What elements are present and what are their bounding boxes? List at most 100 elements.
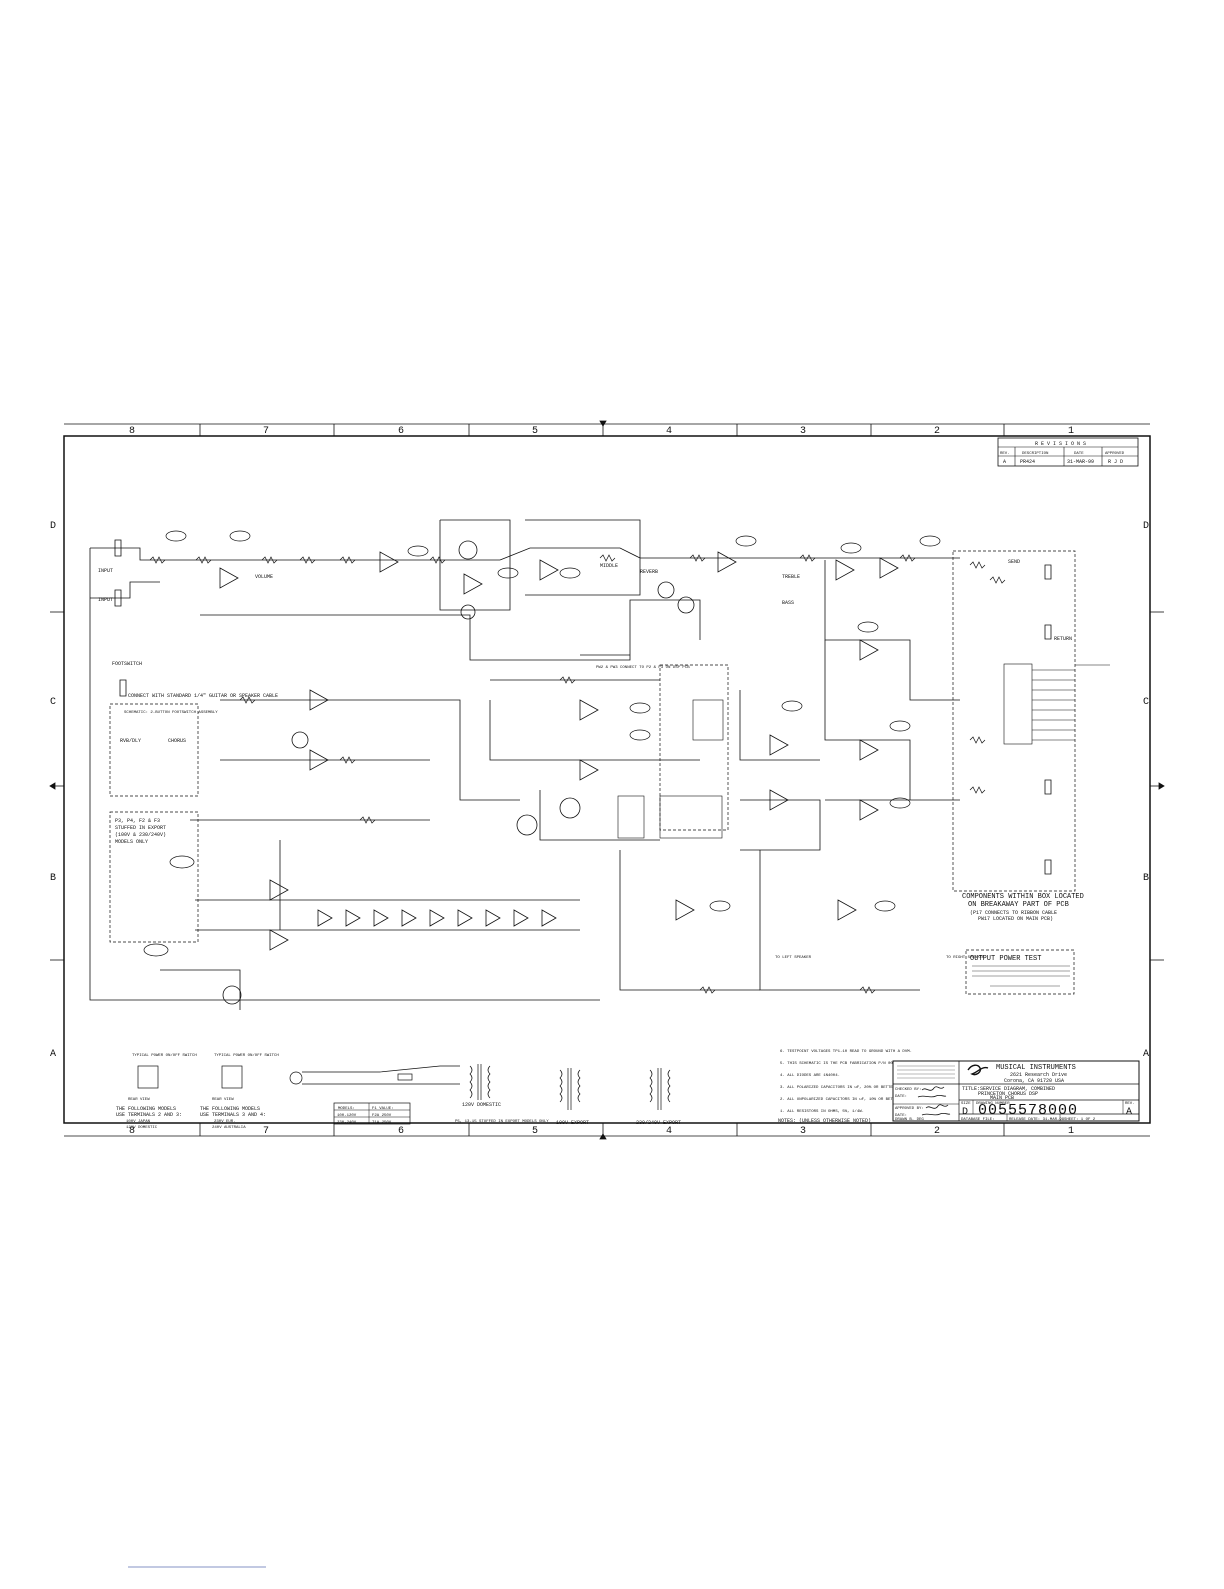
power-switch-1: TYPICAL POWER ON/OFF SWITCH REAR VIEW TH… <box>116 1053 197 1130</box>
switch-1-caption-2: USE TERMINALS 2 AND 3: <box>116 1112 182 1118</box>
rev-cell-approved: R J D <box>1108 459 1123 465</box>
fx-return-label: RETURN <box>1054 636 1072 642</box>
sheet-number: SHEET: 1 OF 2 <box>1064 1118 1096 1122</box>
speaker-right-label: TO RIGHT SPEAKER <box>946 956 985 960</box>
drawing-number-label: DRAWING NUMBER <box>976 1102 1010 1106</box>
xfmr-100-caption: 100V EXPORT <box>556 1120 589 1126</box>
zone-labels: 8 7 6 5 4 3 2 1 8 7 6 5 4 3 2 1 D C B A … <box>50 426 1149 1137</box>
transformers <box>469 1064 671 1110</box>
zone-col-top-8: 8 <box>129 426 135 437</box>
revisions-block: R E V I S I O N S REV. DESCRIPTION DATE … <box>997 437 1139 467</box>
breakaway-line-3: (P17 CONNECTS TO RIBBON CABLE <box>970 910 1057 916</box>
fuse-row-2-model: 230-240V <box>337 1121 357 1125</box>
fuse-note-3: (100V & 230/240V) <box>115 832 166 838</box>
jacks <box>114 539 1052 875</box>
approved-by-label: APPROVED BY: <box>895 1107 924 1111</box>
xfmr-230-caption: 230/240V EXPORT <box>636 1120 681 1126</box>
output-power-test: OUTPUT POWER TEST <box>970 955 1070 987</box>
title-line-3: MAIN PCB <box>990 1095 1014 1101</box>
speaker-left-label: TO LEFT SPEAKER <box>775 956 812 960</box>
zone-row-right-a: A <box>1143 1049 1149 1060</box>
resistors <box>149 554 1006 994</box>
dsp-connector-region <box>659 664 729 831</box>
rev-header-desc: DESCRIPTION <box>1022 452 1049 456</box>
input-2-label: INPUT <box>98 597 113 603</box>
switch-1-title: TYPICAL POWER ON/OFF SWITCH <box>132 1053 197 1058</box>
fuse-table: MODELS: F1 VALUE: 100-120V F2A 250V 230-… <box>333 1102 411 1125</box>
bass-label: BASS <box>782 600 794 606</box>
rev-cell-desc: PR424 <box>1020 459 1035 465</box>
footswitch-label: FOOTSWITCH <box>112 661 142 667</box>
zone-col-bottom-5: 5 <box>532 1126 538 1137</box>
breakaway-title: COMPONENTS WITHIN BOX LOCATED <box>962 893 1084 901</box>
notes-heading: NOTES: (UNLESS OTHERWISE NOTED) <box>778 1118 871 1124</box>
circuit-labels: INPUT INPUT VOLUME TREBLE BASS MIDDLE RE… <box>98 559 1072 744</box>
breakaway-caption: COMPONENTS WITHIN BOX LOCATED ON BREAKAW… <box>962 893 1084 922</box>
fuse-note-2: STUFFED IN EXPORT <box>115 825 166 831</box>
fuse-header-value: F1 VALUE: <box>372 1107 394 1111</box>
ribbon-lines <box>1032 664 1110 741</box>
fuse-region <box>109 811 199 943</box>
company-name: MUSICAL INSTRUMENTS <box>996 1064 1076 1072</box>
switch-2-caption-2: USE TERMINALS 3 AND 4: <box>200 1112 266 1118</box>
release-date: RELEASE DATE: 31-MAR-99 <box>1009 1118 1065 1122</box>
drawing-number: 0055578000 <box>978 1102 1078 1119</box>
company-address-2: Corona, CA 91720 USA <box>1004 1078 1064 1084</box>
switch-1-caption-4: 120V DOMESTIC <box>126 1126 158 1130</box>
transformer-captions: 120V DOMESTIC 100V EXPORT 230/240V EXPOR… <box>455 1102 681 1126</box>
approved-signature <box>925 1104 949 1109</box>
fuse-row-1-model: 100-120V <box>337 1114 357 1118</box>
note-6: 6. TESTPOINT VOLTAGES TP1-10 READ TO GRO… <box>780 1050 912 1054</box>
date-label-2: DATE: <box>895 1114 907 1118</box>
zone-ticks <box>50 424 1164 1136</box>
switch-2-title: TYPICAL POWER ON/OFF SWITCH <box>214 1053 279 1058</box>
switch-2-caption-4: 240V AUSTRALIA <box>212 1126 246 1130</box>
note-4: 4. ALL DIODES ARE 1N4004. <box>780 1074 840 1078</box>
fuse-header-models: MODELS: <box>338 1107 355 1111</box>
checked-signature <box>921 1086 945 1091</box>
footswitch-region <box>109 703 199 797</box>
output-power-title: OUTPUT POWER TEST <box>970 955 1041 963</box>
volume-label: VOLUME <box>255 574 273 580</box>
zone-col-top-4: 4 <box>666 426 672 437</box>
company-logo <box>967 1064 989 1076</box>
zone-col-bottom-1: 1 <box>1068 1126 1074 1137</box>
date-label-1: DATE: <box>895 1095 907 1099</box>
checked-by-label: CHECKED BY: <box>895 1088 921 1092</box>
dsp-note: PW2 & PW3 CONNECT TO P2 & P3 ON DSP PCB <box>596 666 690 670</box>
treble-label: TREBLE <box>782 574 800 580</box>
zone-row-right-c: C <box>1143 697 1149 708</box>
company-address-1: 2621 Research Drive <box>1010 1072 1067 1078</box>
zone-col-bottom-3: 3 <box>800 1126 806 1137</box>
drawing-border <box>63 435 1151 1124</box>
title-block: MUSICAL INSTRUMENTS 2621 Research Drive … <box>892 1060 1140 1122</box>
rev-header-approved: APPROVED <box>1105 452 1125 456</box>
switch-2-caption-3: 230V EUR. <box>214 1120 236 1124</box>
switch-1-caption-1: THE FOLLOWING MODELS <box>116 1106 176 1112</box>
chorus-label: CHORUS <box>168 738 186 744</box>
fuse-note-1: P3, P4, F2 & F3 <box>115 818 160 824</box>
export-note: P5, 13-15 STUFFED IN EXPORT MODELS ONLY <box>455 1120 549 1124</box>
middle-label: MIDDLE <box>600 563 618 569</box>
rev-header-date: DATE <box>1074 452 1084 456</box>
note-2: 2. ALL UNPOLARIZED CAPACITORS IN uF, 10%… <box>780 1098 934 1102</box>
switch-1-caption-3: 100V JAPAN <box>126 1120 151 1124</box>
note-3: 3. ALL POLARIZED CAPACITORS IN uF, 20% O… <box>780 1086 929 1090</box>
breakaway-region <box>952 550 1076 892</box>
signal-wiring <box>89 519 960 1010</box>
fuse-row-1-value: F2A 250V <box>372 1114 392 1118</box>
breakaway-line-2: ON BREAKAWAY PART OF PCB <box>968 901 1069 909</box>
rvb-dly-label: RVB/DLY <box>120 738 141 744</box>
size-label: SIZE <box>961 1102 971 1106</box>
revisions-title: R E V I S I O N S <box>1035 441 1086 447</box>
zone-row-left-d: D <box>50 521 56 532</box>
xfmr-120-caption: 120V DOMESTIC <box>462 1102 501 1108</box>
note-1: 1. ALL RESISTORS IN OHMS, 5%, 1/4W. <box>780 1109 864 1114</box>
database-file-label: DATABASE FILE: <box>961 1118 995 1122</box>
testpoints <box>143 530 941 957</box>
note-5: 5. THIS SCHEMATIC IS THE PCB FABRICATION… <box>780 1061 991 1066</box>
zone-col-bottom-7: 7 <box>263 1126 269 1137</box>
zone-col-bottom-4: 4 <box>666 1126 672 1137</box>
switch-1-rear-view: REAR VIEW <box>128 1098 150 1102</box>
